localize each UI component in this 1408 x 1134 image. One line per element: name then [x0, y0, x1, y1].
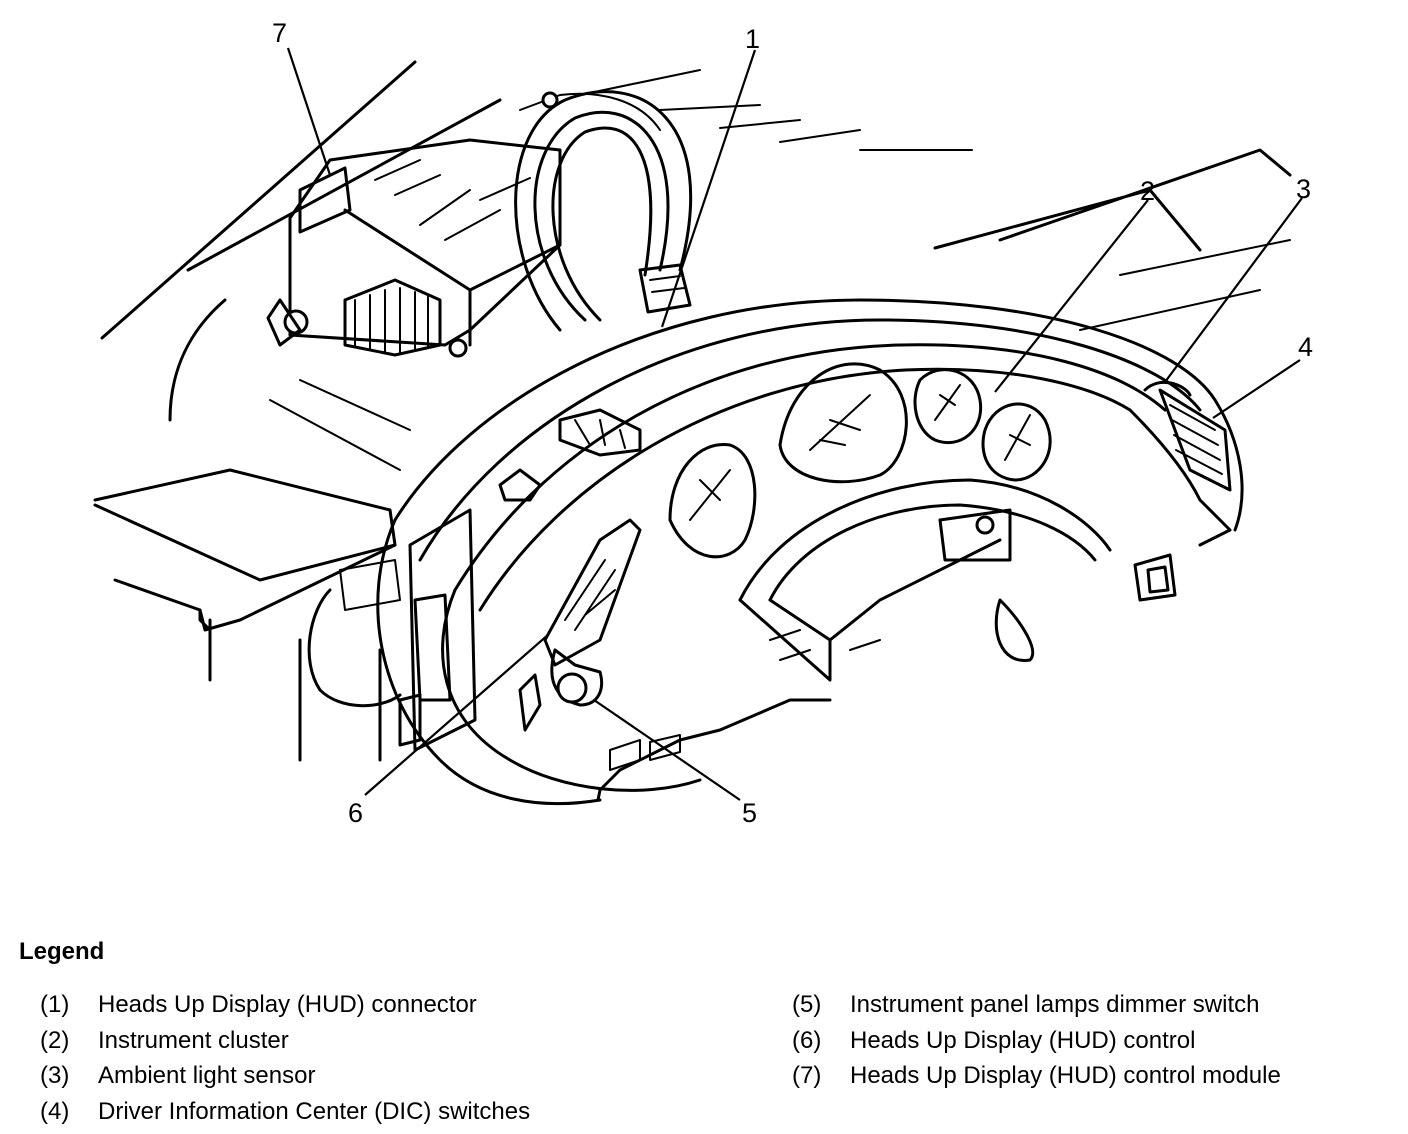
leader-4	[1212, 359, 1301, 419]
legend-number: (2)	[40, 1026, 70, 1054]
instrument-panel-illustration: 1 2 3 4 5 6 7	[93, 18, 1313, 828]
legend-item: (5) Instrument panel lamps dimmer switch	[792, 990, 1281, 1026]
legend-text: Heads Up Display (HUD) connector	[98, 991, 477, 1018]
leader-6	[364, 633, 550, 796]
callout-6: 6	[348, 798, 363, 828]
steering-column	[738, 478, 1112, 682]
windshield-lines	[100, 60, 1292, 340]
ambient-light-sensor-and-dic	[1133, 380, 1232, 602]
legend-number: (3)	[40, 1062, 70, 1089]
legend-number: (4)	[40, 1097, 70, 1125]
legend-text: Instrument cluster	[98, 1026, 289, 1054]
legend-text: Heads Up Display (HUD) control	[850, 1026, 1196, 1054]
legend-item: (3) Ambient light sensor	[40, 1061, 530, 1097]
hud-control-module	[266, 138, 562, 358]
instrument-cluster	[668, 362, 1052, 559]
callout-1: 1	[745, 24, 760, 54]
legend-title: Legend	[19, 938, 105, 965]
leader-5	[593, 699, 741, 801]
legend-number: (6)	[792, 1026, 822, 1054]
legend-item: (6) Heads Up Display (HUD) control	[792, 1026, 1281, 1062]
legend-item: (1) Heads Up Display (HUD) connector	[40, 990, 530, 1026]
leader-3	[1164, 197, 1303, 383]
callout-7: 7	[272, 18, 287, 48]
legend-item: (2) Instrument cluster	[40, 1026, 530, 1062]
legend-column-right: (5) Instrument panel lamps dimmer switch…	[792, 990, 1281, 1097]
callout-3: 3	[1296, 174, 1311, 204]
leader-7	[286, 47, 332, 176]
callout-4: 4	[1298, 332, 1313, 362]
legend-number: (7)	[792, 1062, 822, 1089]
legend-text: Heads Up Display (HUD) control module	[850, 1062, 1281, 1089]
hud-harness	[514, 90, 692, 332]
legend-item: (4) Driver Information Center (DIC) swit…	[40, 1097, 530, 1133]
leader-1	[660, 49, 757, 328]
legend-number: (1)	[40, 991, 70, 1018]
leader-lines	[286, 47, 1303, 801]
callout-numbers: 1 2 3 4 5 6 7	[272, 18, 1313, 828]
left-dash-controls	[398, 408, 642, 752]
callout-5: 5	[742, 798, 757, 828]
legend-item: (7) Heads Up Display (HUD) control modul…	[792, 1061, 1281, 1097]
legend-text: Instrument panel lamps dimmer switch	[850, 991, 1260, 1018]
leader-2	[994, 199, 1149, 393]
legend-text: Driver Information Center (DIC) switches	[98, 1097, 531, 1125]
left-panel	[93, 298, 411, 762]
legend-text: Ambient light sensor	[98, 1062, 316, 1089]
callout-2: 2	[1140, 176, 1155, 206]
legend-number: (5)	[792, 991, 822, 1018]
legend-column-left: (1) Heads Up Display (HUD) connector (2)…	[40, 990, 530, 1132]
